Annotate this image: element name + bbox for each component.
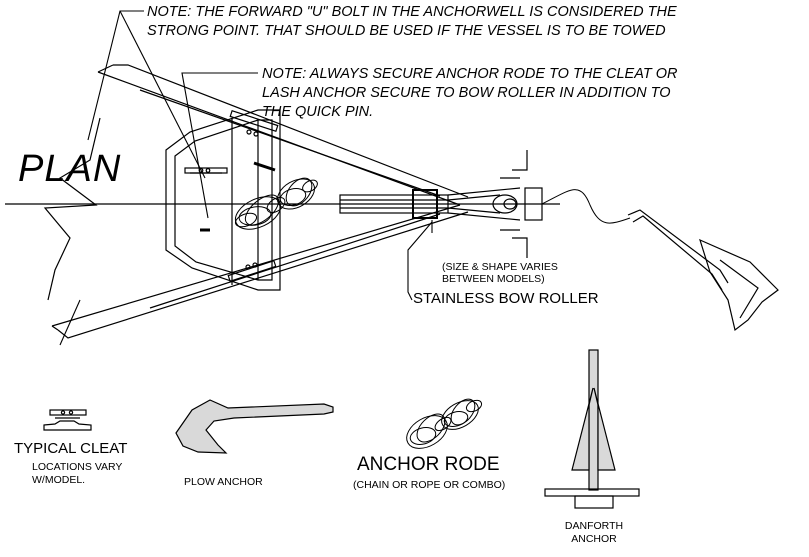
danforth-label-line-2: ANCHOR xyxy=(571,533,617,545)
hull-cleat-upper xyxy=(229,109,279,137)
view-title: PLAN xyxy=(18,148,122,190)
legend-rode-coil xyxy=(406,398,483,449)
legend-plow-anchor xyxy=(175,399,334,454)
bow-roller-note-line-2: BETWEEN MODELS) xyxy=(442,273,545,285)
rode-coil xyxy=(234,177,318,230)
hull-outline xyxy=(51,64,469,339)
cleat-note-line-1: LOCATIONS VARY xyxy=(32,461,123,473)
secure-note-line-2: LASH ANCHOR SECURE TO BOW ROLLER IN ADDI… xyxy=(262,85,671,101)
bow-roller-label: STAINLESS BOW ROLLER xyxy=(413,290,599,307)
plow-anchor-deployed xyxy=(627,209,779,332)
legend-danforth-anchor xyxy=(544,349,640,509)
bow-roller-assembly xyxy=(339,150,543,258)
rode-line xyxy=(541,189,631,224)
secure-note-line-3: THE QUICK PIN. xyxy=(262,104,374,120)
rode-note: (CHAIN OR ROPE OR COMBO) xyxy=(353,479,506,491)
anchorwell-cleat xyxy=(184,167,228,174)
hull-cleat-lower xyxy=(227,259,277,283)
secure-note-line-1: NOTE: ALWAYS SECURE ANCHOR RODE TO THE C… xyxy=(262,66,678,82)
fairlead xyxy=(253,161,276,172)
tow-note-line-2: STRONG POINT. THAT SHOULD BE USED IF THE… xyxy=(147,23,666,39)
danforth-label-line-1: DANFORTH xyxy=(564,520,624,532)
cleat-note-line-2: W/MODEL. xyxy=(32,474,86,486)
bow-roller-note-line-1: (SIZE & SHAPE VARIES xyxy=(442,261,558,273)
leader-lines xyxy=(59,10,433,346)
cleat-title: TYPICAL CLEAT xyxy=(14,440,128,457)
break-line xyxy=(43,117,101,301)
rode-title: ANCHOR RODE xyxy=(357,454,500,475)
plow-anchor-label: PLOW ANCHOR xyxy=(184,476,263,488)
legend-cleat xyxy=(43,409,92,431)
tow-note-line-1: NOTE: THE FORWARD "U" BOLT IN THE ANCHOR… xyxy=(147,4,677,20)
